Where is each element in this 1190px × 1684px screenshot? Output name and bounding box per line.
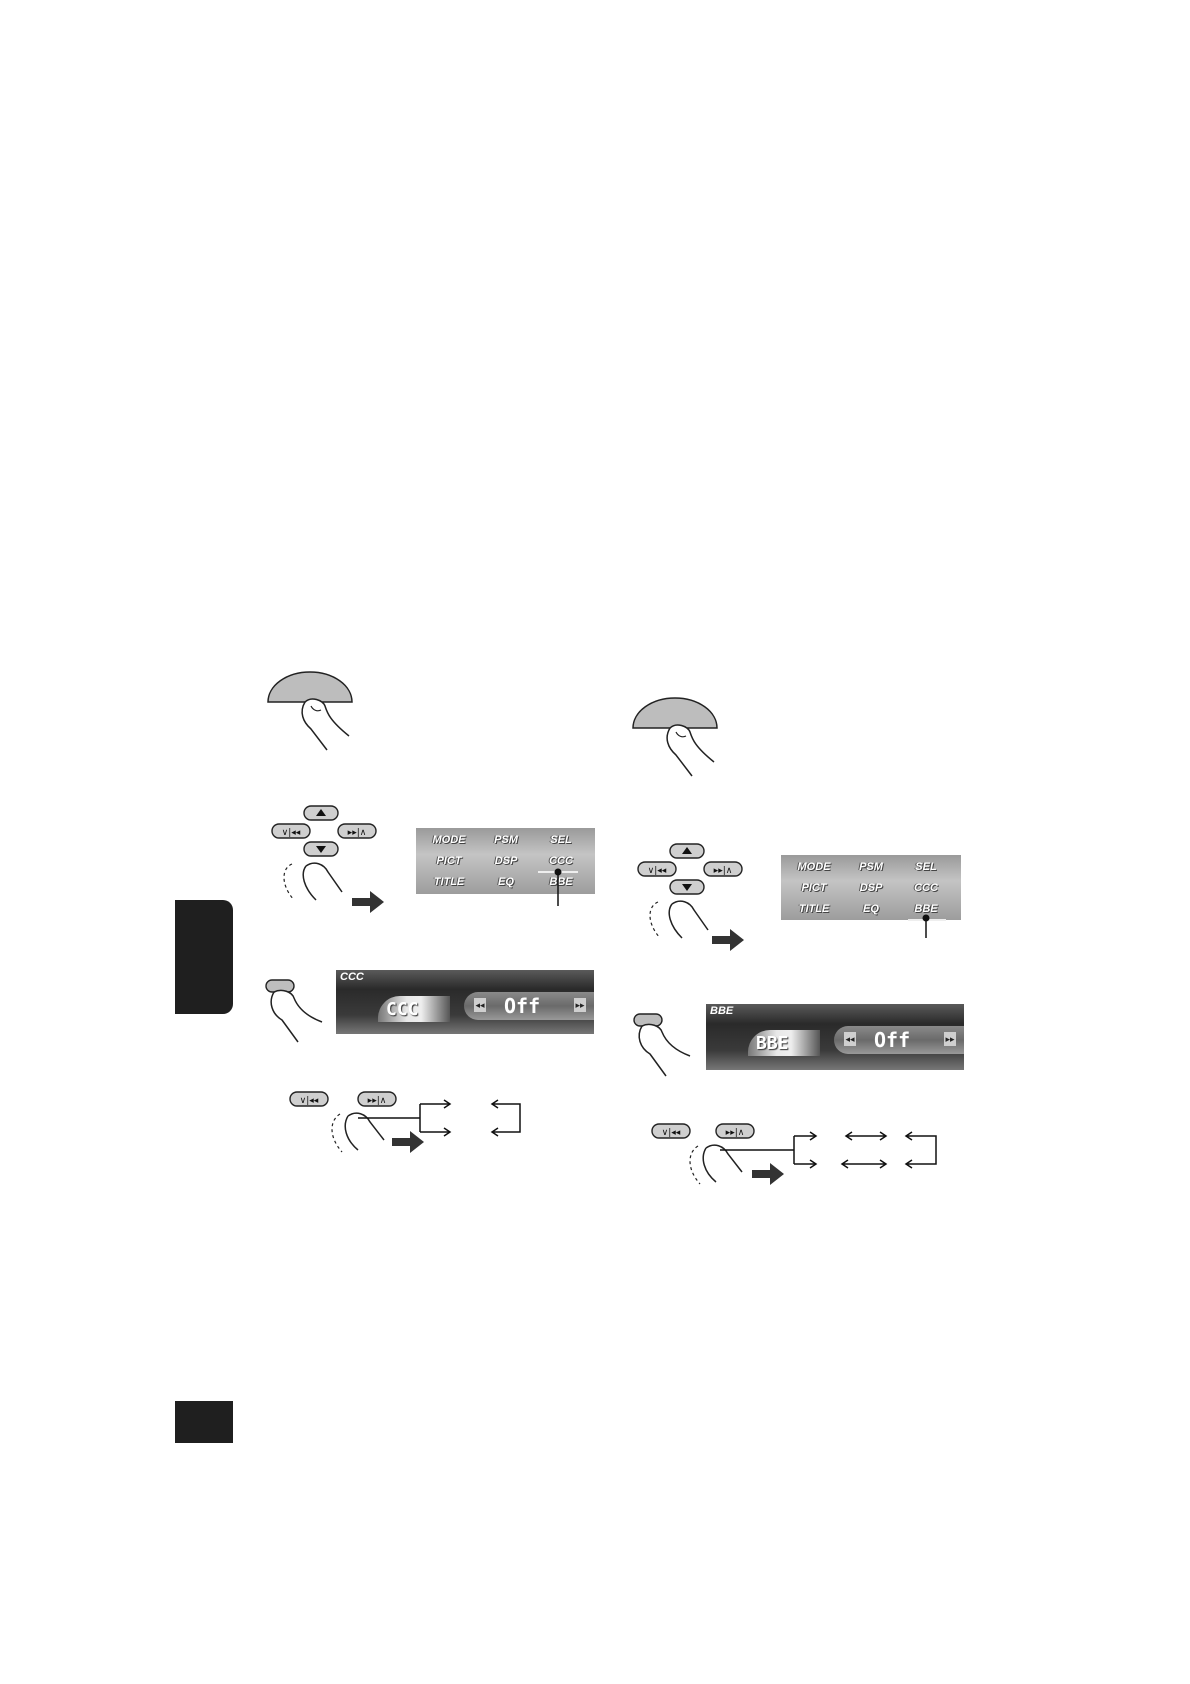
skip-back-icon: ◂◂ [844, 1032, 856, 1046]
arrow-right-icon [752, 1163, 784, 1185]
arrow-right-icon [352, 891, 384, 913]
language-tab [175, 900, 233, 1014]
finger-press-icon [633, 1013, 691, 1077]
display-name-tab: BBE [748, 1030, 820, 1056]
menu-item-psm: PSM [859, 861, 883, 873]
menu-item-ccc: CCC [914, 882, 938, 894]
svg-text:▸▸|∧: ▸▸|∧ [714, 866, 733, 876]
cursor-pad-icon: ∨|◂◂ ▸▸|∧ [637, 843, 743, 939]
svg-text:∨|◂◂: ∨|◂◂ [662, 1128, 681, 1138]
menu-item-eq: EQ [498, 876, 514, 888]
menu-item-sel: SEL [915, 861, 937, 873]
menu-item-title: TITLE [433, 876, 465, 888]
arrow-right-icon [392, 1131, 424, 1153]
display-value-box: ◂◂ Off ▸▸ [834, 1026, 964, 1054]
bbe-display: BBE BBE ◂◂ Off ▸▸ [706, 1004, 964, 1070]
skip-forward-icon: ▸▸ [574, 998, 586, 1012]
skip-back-icon: ◂◂ [474, 998, 486, 1012]
skip-buttons-icon: ∨|◂◂ ▸▸|∧ [651, 1123, 937, 1185]
menu-item-pict: PICT [436, 855, 462, 867]
display-value: Off [504, 994, 541, 1018]
menu-item-pict: PICT [801, 882, 827, 894]
selection-pointer [538, 868, 578, 906]
menu-item-bbe[interactable]: BBE [914, 903, 938, 915]
display-name-tab: CCC [378, 996, 450, 1022]
svg-text:∨|◂◂: ∨|◂◂ [648, 866, 667, 876]
finger-press-icon [265, 979, 323, 1043]
ccc-display: CCC CCC ◂◂ Off ▸▸ [336, 970, 594, 1034]
svg-text:▸▸|∧: ▸▸|∧ [348, 828, 367, 838]
selection-pointer [908, 914, 946, 938]
menu-item-dsp: DSP [494, 855, 518, 867]
menu-panel: MODE PSM SEL PICT DSP CCC TITLE EQ BBE [781, 855, 961, 920]
skip-forward-icon: ▸▸ [944, 1032, 956, 1046]
menu-item-eq: EQ [863, 903, 879, 915]
cursor-pad-icon: ∨|◂◂ ▸▸|∧ [271, 805, 377, 901]
menu-item-ccc[interactable]: CCC [549, 855, 573, 867]
svg-text:▸▸|∧: ▸▸|∧ [726, 1128, 745, 1138]
menu-item-sel: SEL [550, 834, 572, 846]
menu-item-mode: MODE [797, 861, 831, 873]
menu-item-dsp: DSP [859, 882, 883, 894]
display-value-box: ◂◂ Off ▸▸ [464, 992, 594, 1020]
finger-press-icon [632, 697, 718, 777]
arrow-right-icon [712, 929, 744, 951]
page-number-box [175, 1401, 233, 1443]
menu-item-title: TITLE [798, 903, 830, 915]
menu-panel: MODE PSM SEL PICT DSP CCC TITLE EQ BBE [416, 828, 595, 894]
display-title: BBE [710, 1005, 734, 1017]
svg-text:∨|◂◂: ∨|◂◂ [300, 1096, 319, 1106]
menu-item-bbe: BBE [549, 876, 573, 888]
skip-buttons-icon: ∨|◂◂ ▸▸|∧ [289, 1091, 521, 1153]
svg-text:▸▸|∧: ▸▸|∧ [368, 1096, 387, 1106]
finger-press-icon [267, 671, 353, 751]
menu-item-mode: MODE [432, 834, 466, 846]
svg-text:∨|◂◂: ∨|◂◂ [282, 828, 301, 838]
display-value: Off [874, 1028, 911, 1052]
menu-item-psm: PSM [494, 834, 518, 846]
display-title: CCC [340, 971, 364, 983]
